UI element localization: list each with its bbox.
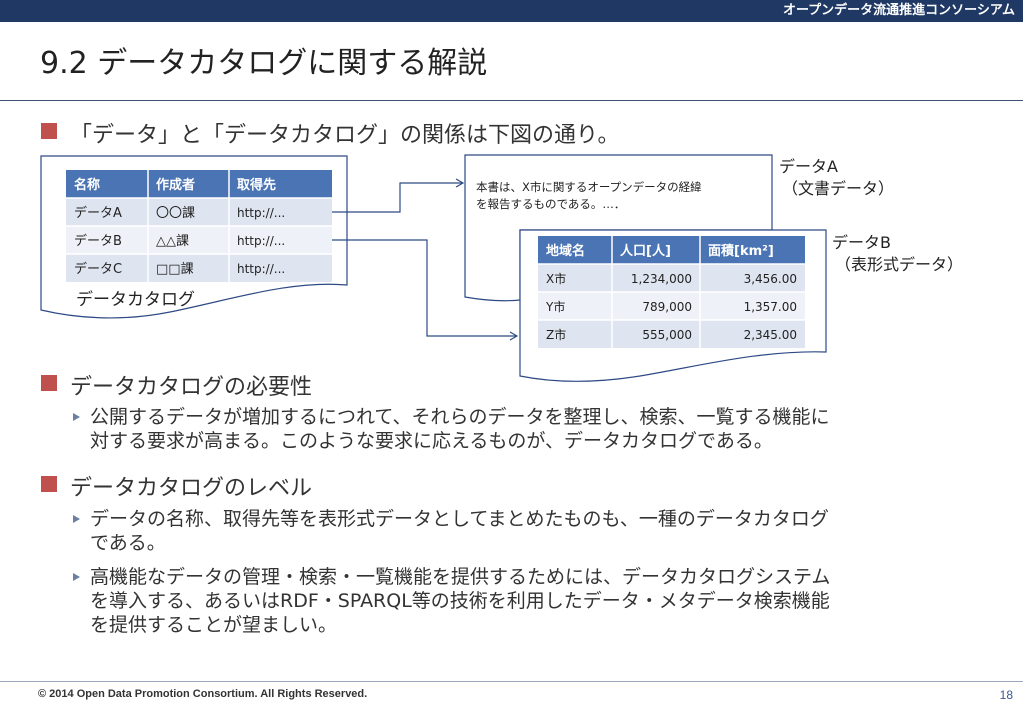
document-b-cell: 2,345.00 (744, 328, 797, 342)
list-bullet-icon (73, 413, 80, 421)
section-heading-levels: データカタログのレベル (70, 476, 313, 501)
section-bullet (41, 375, 57, 391)
catalog-header-source: 取得先 (237, 177, 276, 193)
list-bullet-icon (73, 515, 80, 523)
header-bar: オープンデータ流通推進コンソーシアム (0, 0, 1023, 22)
copyright-text: © 2014 Open Data Promotion Consortium. A… (38, 688, 368, 700)
document-a-text: を報告するものである。…． (476, 197, 625, 211)
document-b-cell: 789,000 (642, 300, 692, 314)
catalog-cell: http://... (237, 206, 285, 220)
section-heading-relation: 「データ」と「データカタログ」の関係は下図の通り。 (70, 123, 620, 148)
catalog-label: データカタログ (76, 289, 195, 310)
title-divider (0, 100, 1023, 101)
document-b-cell: 1,357.00 (744, 300, 797, 314)
org-name: オープンデータ流通推進コンソーシアム (782, 3, 1015, 18)
document-b-label: データB (832, 233, 891, 252)
catalog-diagram: 名称 作成者 取得先 データA 〇〇課 http://... データB △△課 … (40, 154, 963, 382)
document-b-sublabel: （表形式データ） (835, 255, 963, 274)
document-a-text: 本書は、X市に関するオープンデータの経緯 (476, 180, 702, 194)
catalog-cell: □□課 (156, 261, 194, 277)
document-a-sublabel: （文書データ） (782, 179, 894, 198)
document-b-cell: Y市 (545, 299, 565, 314)
document-b-cell: Z市 (546, 327, 566, 342)
page-number: 18 (999, 688, 1013, 702)
document-b-cell: 3,456.00 (744, 272, 797, 286)
section-heading-necessity: データカタログの必要性 (70, 375, 313, 400)
document-b-cell: 1,234,000 (631, 272, 692, 286)
list-item-line: 対する要求が高まる。このような要求に応えるものが、データカタログである。 (90, 430, 773, 452)
catalog-cell: データC (74, 261, 122, 277)
list-item-line: である。 (90, 532, 166, 554)
catalog-table: 名称 作成者 取得先 データA 〇〇課 http://... データB △△課 … (66, 170, 332, 282)
catalog-header-name: 名称 (74, 177, 100, 193)
arrowhead-a-icon (455, 178, 465, 188)
list-item-line: を提供することが望ましい。 (90, 614, 338, 636)
list-item-line: 公開するデータが増加するにつれて、それらのデータを整理し、検索、一覧する機能に (90, 406, 830, 428)
catalog-cell: http://... (237, 234, 285, 248)
footer-divider (0, 681, 1023, 682)
document-b-header-population: 人口[人] (620, 243, 671, 259)
arrowhead-b-icon (509, 331, 519, 341)
list-item-line: を導入する、あるいはRDF・SPARQL等の技術を利用したデータ・メタデータ検索… (90, 590, 830, 612)
catalog-header-creator: 作成者 (156, 177, 195, 193)
connector-arrow-a (332, 182, 462, 213)
catalog-cell: http://... (237, 262, 285, 276)
document-b-cell: 555,000 (642, 328, 692, 342)
document-b-header-area: 面積[km²] (708, 243, 774, 259)
catalog-cell: データA (74, 205, 122, 221)
list-bullet-icon (73, 573, 80, 581)
document-b-cell: X市 (546, 271, 566, 286)
section-bullet (41, 476, 57, 492)
catalog-cell: △△課 (156, 233, 189, 249)
section-bullet (41, 123, 57, 139)
connector-arrow-b (332, 239, 516, 337)
list-item-line: 高機能なデータの管理・検索・一覧機能を提供するためには、データカタログシステム (90, 566, 831, 588)
catalog-cell: データB (74, 233, 122, 249)
document-b-table: 地域名 人口[人] 面積[km²] X市 1,234,000 3,456.00 … (538, 236, 805, 348)
slide-title: 9.2 データカタログに関する解説 (40, 46, 488, 81)
list-item-line: データの名称、取得先等を表形式データとしてまとめたものも、一種のデータカタログ (90, 508, 829, 530)
document-b-header-region: 地域名 (546, 243, 585, 259)
catalog-cell: 〇〇課 (156, 205, 195, 221)
document-a-label: データA (779, 157, 838, 176)
